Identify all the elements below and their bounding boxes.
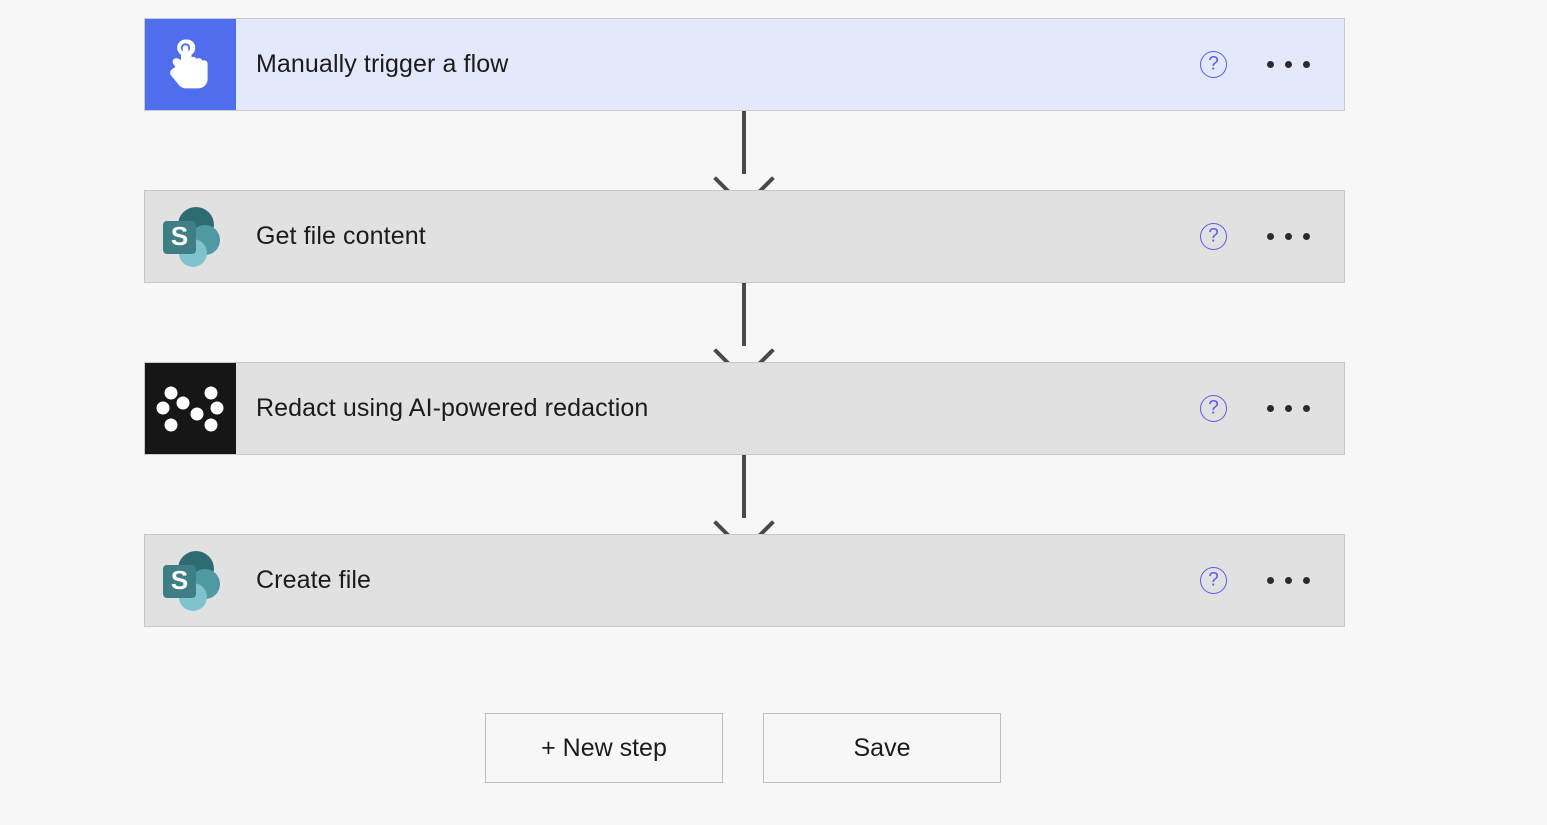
redaction-dots-icon [145, 363, 236, 454]
svg-text:S: S [170, 221, 187, 251]
flow-step-card-get-file-content[interactable]: S Get file content ? [144, 190, 1345, 283]
new-step-button[interactable]: + New step [485, 713, 723, 783]
help-icon-glyph: ? [1208, 397, 1219, 419]
flow-step-actions: ? [1200, 535, 1344, 626]
flow-step-title: Create file [256, 566, 372, 594]
sharepoint-icon: S [145, 191, 236, 282]
flow-step-card-trigger[interactable]: Manually trigger a flow ? [144, 18, 1345, 111]
flow-step-card-create-file[interactable]: S Create file ? [144, 534, 1345, 627]
flow-step-title: Manually trigger a flow [256, 50, 509, 78]
more-options-icon[interactable] [1265, 571, 1312, 590]
help-icon-glyph: ? [1208, 225, 1219, 247]
sharepoint-icon: S [145, 535, 236, 626]
flow-step-title: Redact using AI-powered redaction [256, 394, 649, 422]
save-button[interactable]: Save [763, 713, 1001, 783]
connector-arrow-1 [735, 111, 753, 190]
svg-text:S: S [170, 565, 187, 595]
help-icon[interactable]: ? [1200, 223, 1227, 250]
more-options-icon[interactable] [1265, 55, 1312, 74]
more-options-icon[interactable] [1265, 227, 1312, 246]
connector-arrow-2 [735, 283, 753, 362]
connector-arrow-3 [735, 455, 753, 534]
flow-step-actions: ? [1200, 19, 1344, 110]
help-icon[interactable]: ? [1200, 51, 1227, 78]
help-icon[interactable]: ? [1200, 567, 1227, 594]
help-icon-glyph: ? [1208, 569, 1219, 591]
more-options-icon[interactable] [1265, 399, 1312, 418]
hand-tap-icon [145, 19, 236, 110]
help-icon-glyph: ? [1208, 53, 1219, 75]
help-icon[interactable]: ? [1200, 395, 1227, 422]
flow-button-bar: + New step Save [485, 713, 1001, 783]
flow-step-card-redact[interactable]: Redact using AI-powered redaction ? [144, 362, 1345, 455]
flow-step-title: Get file content [256, 222, 426, 250]
flow-step-actions: ? [1200, 363, 1344, 454]
flow-step-actions: ? [1200, 191, 1344, 282]
